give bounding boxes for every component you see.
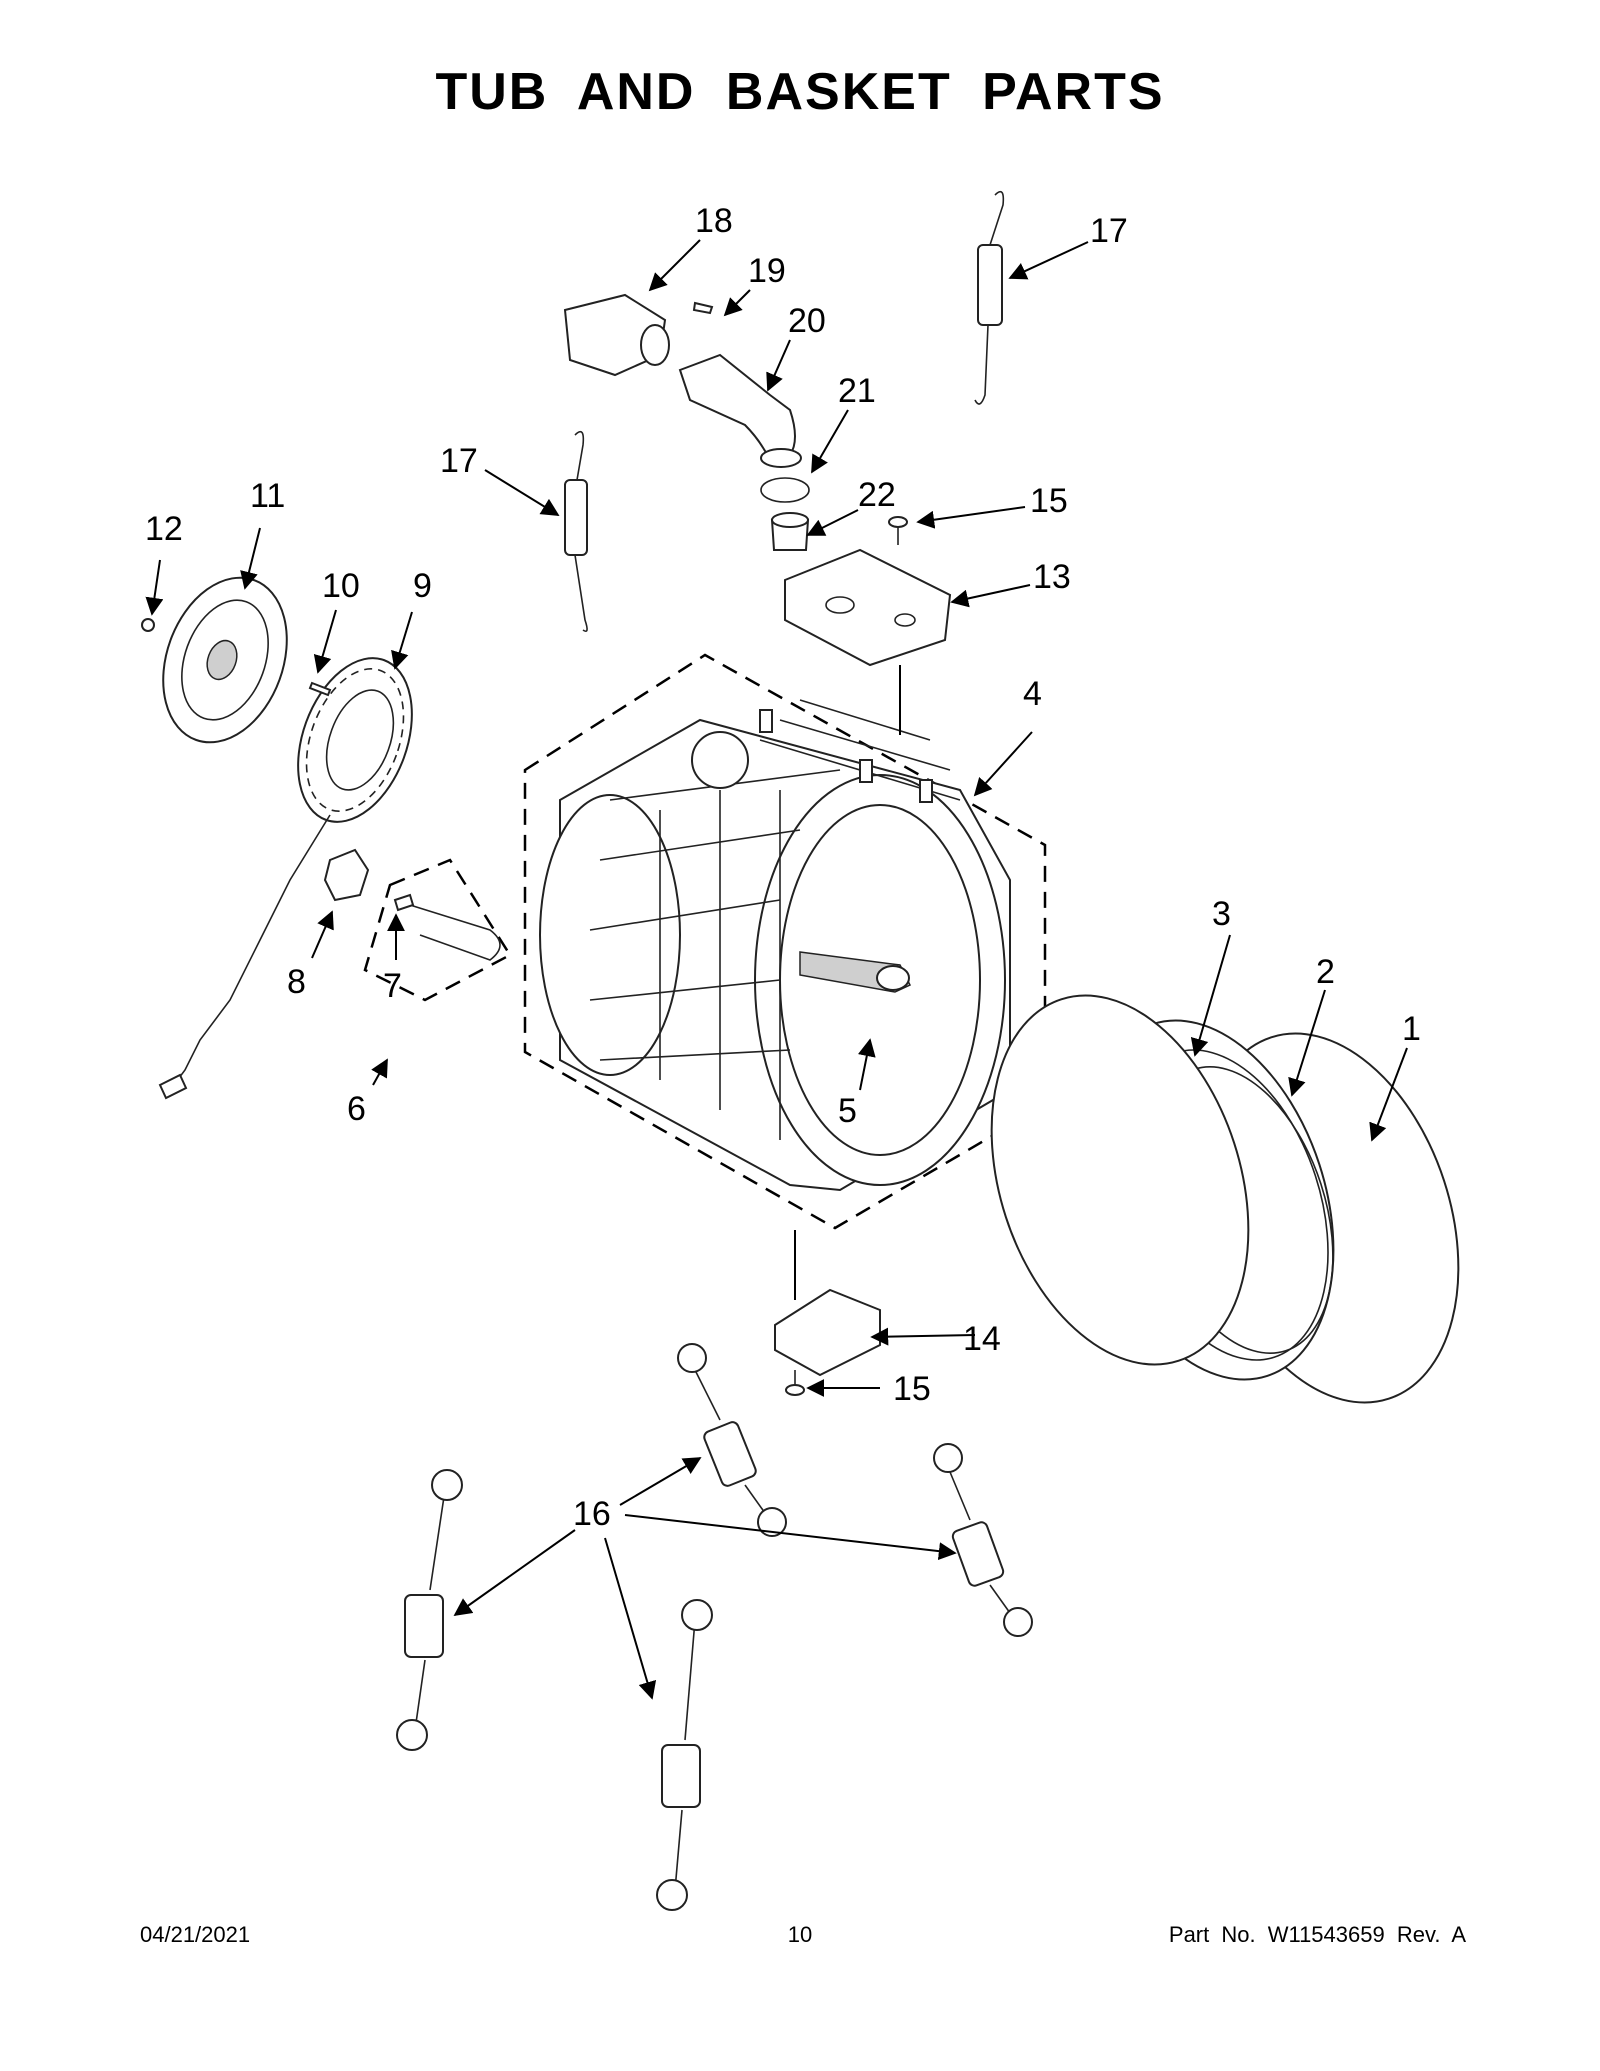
- callout-6: 6: [347, 1090, 366, 1128]
- callout-8: 8: [287, 963, 306, 1001]
- callout-13: 13: [1033, 558, 1071, 596]
- callout-17-right: 17: [1090, 212, 1128, 250]
- page-title: TUB AND BASKET PARTS: [435, 63, 1165, 121]
- callout-22: 22: [858, 476, 896, 514]
- footer-part-number: Part No. W11543659 Rev. A: [1168, 1922, 1466, 1947]
- stator-part[interactable]: [277, 642, 433, 837]
- callout-10: 10: [322, 567, 360, 605]
- spring-17-left[interactable]: [564, 430, 588, 633]
- footer-date: 04/21/2021: [140, 1922, 251, 1947]
- callout-14: 14: [963, 1320, 1001, 1358]
- callout-2: 2: [1316, 953, 1335, 991]
- harness-connector: [158, 1073, 188, 1100]
- leader-arrows: [145, 239, 1408, 1700]
- damper-16-b[interactable]: [933, 1443, 1033, 1637]
- callout-3: 3: [1212, 895, 1231, 933]
- callout-4: 4: [1023, 675, 1042, 713]
- bolt-15-bottom[interactable]: [785, 1370, 805, 1396]
- callout-labels: 18 19 20 21 22 15 13 17 17 4 5 3 2 1 14 …: [145, 202, 1421, 1533]
- callout-12: 12: [145, 510, 183, 548]
- drain-hose-20[interactable]: [678, 353, 802, 468]
- basket-part[interactable]: [799, 951, 912, 993]
- callout-15-bottom: 15: [893, 1370, 931, 1408]
- damper-16-d[interactable]: [656, 1599, 713, 1911]
- callout-20: 20: [788, 302, 826, 340]
- bellow-22[interactable]: [770, 512, 810, 551]
- counterweight-14[interactable]: [774, 1288, 881, 1377]
- callout-16: 16: [573, 1495, 611, 1533]
- callout-21: 21: [838, 372, 876, 410]
- spring-17-right[interactable]: [974, 190, 1005, 405]
- footer-page-number: 10: [787, 1922, 813, 1947]
- screw-19[interactable]: [692, 301, 714, 315]
- callout-15-top: 15: [1030, 482, 1068, 520]
- screw-12[interactable]: [141, 618, 155, 632]
- heater-assembly-6[interactable]: [363, 858, 512, 1002]
- clamp-21[interactable]: [760, 477, 810, 503]
- callout-19: 19: [748, 252, 786, 290]
- callout-11: 11: [250, 477, 285, 515]
- rotor-part[interactable]: [141, 560, 308, 759]
- drain-pump-18[interactable]: [563, 293, 670, 377]
- bolt-10[interactable]: [308, 681, 332, 697]
- sensor-8[interactable]: [323, 848, 370, 902]
- callout-1: 1: [1402, 1010, 1421, 1048]
- wire-harness: [169, 814, 331, 1091]
- bolt-15-top[interactable]: [888, 516, 908, 545]
- callout-5: 5: [838, 1092, 857, 1130]
- door-seal-parts[interactable]: [947, 962, 1503, 1436]
- outer-tub-part[interactable]: [523, 653, 1047, 1230]
- damper-16-c[interactable]: [396, 1469, 463, 1751]
- callout-18: 18: [695, 202, 733, 240]
- callout-7: 7: [383, 967, 402, 1005]
- callout-9: 9: [413, 567, 432, 605]
- callout-17-left: 17: [440, 442, 478, 480]
- counterweight-13[interactable]: [784, 548, 952, 667]
- damper-16-a[interactable]: [677, 1343, 787, 1537]
